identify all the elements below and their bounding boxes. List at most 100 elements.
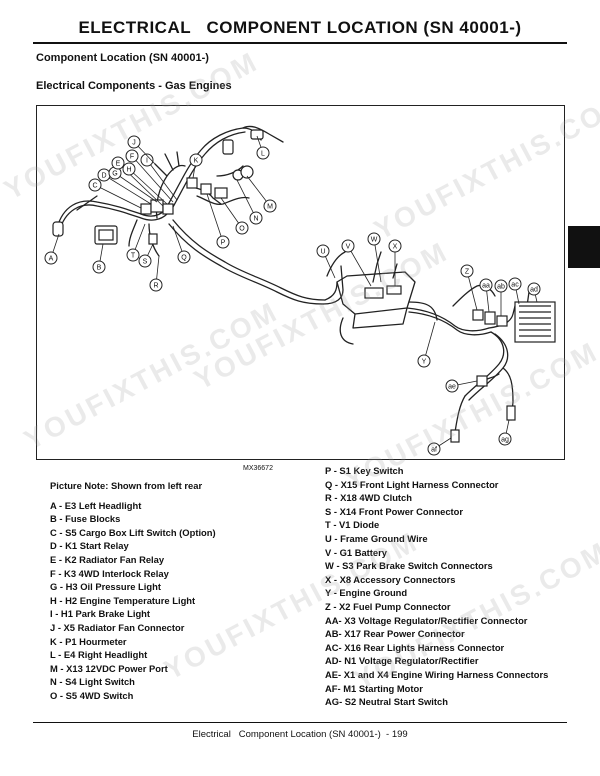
svg-text:E: E <box>116 161 121 168</box>
subsection-heading: Electrical Components - Gas Engines <box>36 80 232 92</box>
callout-V: V <box>341 239 372 287</box>
section-tab-marker <box>568 226 600 268</box>
svg-text:Q: Q <box>181 255 187 262</box>
legend-item: C - S5 Cargo Box Lift Switch (Option) <box>50 526 216 538</box>
svg-text:W: W <box>371 237 378 244</box>
legend-item: E - K2 Radiator Fan Relay <box>50 553 165 565</box>
callout-J: J <box>127 135 156 165</box>
callout-S: S <box>138 243 154 268</box>
callout-Y: Y <box>417 321 436 368</box>
svg-text:ac: ac <box>511 282 519 289</box>
legend-item: AA- X3 Voltage Regulator/Rectifier Conne… <box>325 614 528 626</box>
figure-id: MX36672 <box>243 465 273 472</box>
callout-I: I <box>140 153 178 201</box>
callout-aa: aa <box>479 278 493 313</box>
legend-right-column: P - S1 Key Switch Q - X15 Front Light Ha… <box>325 464 548 709</box>
callout-layer: A B C D G E H F I J K L M N O P Q R S T … <box>44 135 541 456</box>
footer-divider <box>33 722 567 723</box>
callout-ag: ag <box>498 419 512 446</box>
section-heading: Component Location (SN 40001-) <box>36 52 209 64</box>
callout-N: N <box>236 179 263 225</box>
harness-drawing <box>52 125 556 443</box>
callout-Z: Z <box>460 264 478 311</box>
callout-G: G <box>108 166 158 203</box>
svg-text:aa: aa <box>482 283 490 290</box>
page-title: ELECTRICAL COMPONENT LOCATION (SN 40001-… <box>78 18 522 37</box>
legend-item: T - V1 Diode <box>325 519 380 531</box>
callout-X: X <box>388 239 402 286</box>
svg-text:X: X <box>393 244 398 251</box>
page-footer: Electrical Component Location (SN 40001-… <box>192 729 408 740</box>
svg-text:ad: ad <box>530 287 538 294</box>
legend-item: W - S3 Park Brake Switch Connectors <box>325 560 493 572</box>
callout-ac: ac <box>508 277 522 305</box>
callout-C: C <box>88 178 142 209</box>
legend-item: Z - X2 Fuel Pump Connector <box>325 600 451 612</box>
callout-ae: ae <box>445 379 478 393</box>
legend-item: B - Fuse Blocks <box>50 513 121 525</box>
svg-text:R: R <box>153 283 158 290</box>
svg-text:U: U <box>320 249 325 256</box>
callout-L: L <box>256 135 270 160</box>
callout-E: E <box>111 156 164 207</box>
svg-text:F: F <box>130 154 134 161</box>
legend-item: AF- M1 Starting Motor <box>325 682 423 694</box>
svg-text:ab: ab <box>497 284 505 291</box>
legend-item: I - H1 Park Brake Light <box>50 608 151 620</box>
legend-item: F - K3 4WD Interlock Relay <box>50 567 169 579</box>
callout-ad: ad <box>527 282 541 303</box>
callout-F: F <box>125 149 174 203</box>
svg-text:H: H <box>126 167 131 174</box>
callout-H: H <box>122 162 168 205</box>
svg-text:T: T <box>131 253 136 260</box>
callout-T: T <box>126 223 146 262</box>
svg-text:A: A <box>49 256 54 263</box>
callout-R: R <box>149 255 163 292</box>
legend-left-column: Picture Note: Shown from left rear A - E… <box>50 479 216 703</box>
legend-item: Y - Engine Ground <box>325 587 408 599</box>
legend-item: D - K1 Start Relay <box>50 540 129 552</box>
svg-text:D: D <box>101 173 106 180</box>
legend-item: AB- X17 Rear Power Connector <box>325 628 465 640</box>
legend-item: Q - X15 Front Light Harness Connector <box>325 478 499 490</box>
legend-item: AG- S2 Neutral Start Switch <box>325 696 448 708</box>
legend-item: X - X8 Accessory Connectors <box>325 573 456 585</box>
callout-ab: ab <box>494 279 508 316</box>
legend-item: L - E4 Right Headlight <box>50 649 148 661</box>
legend-item: K - P1 Hourmeter <box>50 635 127 647</box>
callout-U: U <box>316 244 336 279</box>
svg-text:Y: Y <box>422 359 427 366</box>
legend-item: AE- X1 and X4 Engine Wiring Harness Conn… <box>325 668 549 680</box>
svg-text:Z: Z <box>465 269 470 276</box>
legend-item: S - X14 Front Power Connector <box>325 505 464 517</box>
svg-text:B: B <box>97 265 102 272</box>
callout-P: P <box>206 193 230 249</box>
title-divider <box>33 42 567 44</box>
callout-af: af <box>427 437 452 456</box>
legend-item: AD- N1 Voltage Regulator/Rectifier <box>325 655 479 667</box>
svg-text:P: P <box>221 240 226 247</box>
svg-text:V: V <box>346 244 351 251</box>
harness-diagram: A B C D G E H F I J K L M N O P Q R S T … <box>36 105 565 460</box>
svg-text:I: I <box>146 158 148 165</box>
svg-text:N: N <box>253 216 258 223</box>
legend-item: U - Frame Ground Wire <box>325 532 428 544</box>
svg-text:G: G <box>112 171 117 178</box>
svg-text:L: L <box>261 151 265 158</box>
picture-note: Picture Note: Shown from left rear <box>50 480 203 491</box>
callout-K: K <box>189 153 203 179</box>
callout-M: M <box>246 175 277 213</box>
legend-item: J - X5 Radiator Fan Connector <box>50 621 185 633</box>
svg-text:ag: ag <box>501 437 509 444</box>
legend-item: G - H3 Oil Pressure Light <box>50 581 161 593</box>
legend-item: A - E3 Left Headlight <box>50 499 142 511</box>
legend-item: O - S5 4WD Switch <box>50 689 134 701</box>
legend-item: H - H2 Engine Temperature Light <box>50 594 196 606</box>
svg-text:af: af <box>431 447 437 454</box>
svg-text:K: K <box>194 158 199 165</box>
legend-item: AC- X16 Rear Lights Harness Connector <box>325 641 505 653</box>
svg-text:M: M <box>267 204 273 211</box>
legend-item: V - G1 Battery <box>325 546 387 558</box>
callout-W: W <box>367 232 382 283</box>
legend-item: N - S4 Light Switch <box>50 676 135 688</box>
